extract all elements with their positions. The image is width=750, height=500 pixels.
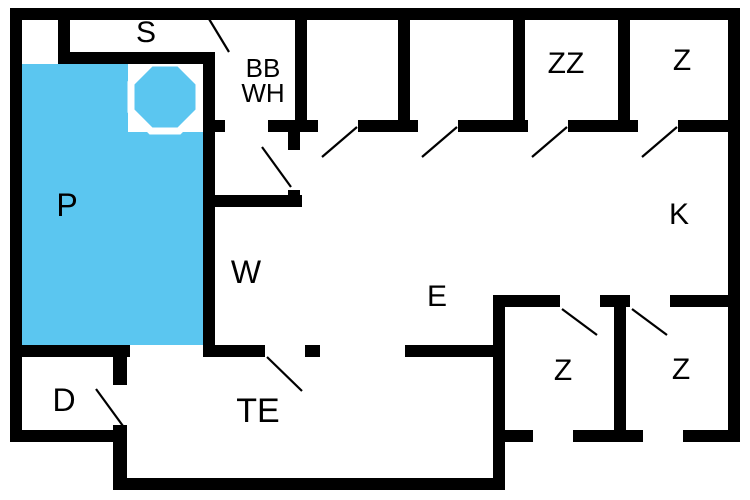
- wall-top-south-seg: [458, 120, 528, 132]
- door-swing-zz: [531, 126, 568, 158]
- wall-outer-bottom-seg: [683, 430, 740, 442]
- wall-top-divider: [618, 8, 630, 132]
- wall-mid-seg: [405, 345, 505, 357]
- room-label-wh: WH: [241, 78, 285, 108]
- room-label-te: TE: [236, 392, 280, 430]
- wall-pool-right: [203, 64, 215, 357]
- hot-tub-octagon-icon: [127, 59, 203, 135]
- room-label-p: P: [56, 187, 78, 223]
- room-label-e: E: [426, 280, 448, 313]
- door-swing-s: [205, 13, 230, 53]
- door-swing-z1: [561, 308, 598, 336]
- wall-outer-bottom-seg: [573, 430, 643, 442]
- wall-top-south-seg: [295, 120, 318, 132]
- wall-z-rooms-divider: [614, 295, 626, 442]
- door-swing-z-top: [641, 126, 678, 158]
- wall-te-bottom: [113, 478, 505, 490]
- wall-mid-seg: [10, 345, 130, 357]
- room-label-k: K: [668, 198, 690, 231]
- wall-outer-bottom-left: [10, 430, 113, 442]
- wall-hall-right-seg: [288, 132, 300, 150]
- wall-z-rooms-top-seg: [495, 295, 560, 307]
- wall-top-south-seg: [568, 120, 638, 132]
- wall-outer-left: [10, 8, 22, 442]
- room-label-z-bottom-right: Z: [671, 353, 691, 386]
- wall-wh-bottom-seg: [268, 120, 295, 132]
- door-swing-te: [266, 356, 303, 392]
- wall-mid-seg: [305, 345, 320, 357]
- wall-wh-bottom-seg: [203, 120, 225, 132]
- room-label-w: W: [230, 254, 262, 290]
- wall-hall-jog: [203, 195, 302, 207]
- wall-top-south-seg: [358, 120, 418, 132]
- room-label-z-top-right: Z: [672, 44, 692, 77]
- wall-s-right-stub: [203, 8, 215, 20]
- room-label-bb: BB: [245, 53, 281, 83]
- door-swing-room1: [321, 126, 358, 158]
- wall-outer-top: [10, 8, 740, 20]
- door-swing-room2: [421, 126, 458, 158]
- wall-top-south-seg: [678, 120, 740, 132]
- wall-te-right: [493, 295, 505, 490]
- wall-mid-seg: [210, 345, 265, 357]
- door-swing-z2: [631, 308, 668, 336]
- door-swing-hall: [261, 146, 292, 188]
- wall-s-left: [58, 8, 70, 64]
- wall-top-divider: [398, 8, 410, 132]
- wall-outer-right: [728, 8, 740, 442]
- wall-s-bottom: [58, 52, 215, 64]
- room-label-s: S: [135, 16, 157, 49]
- wall-z-rooms-top-seg: [670, 295, 740, 307]
- room-label-zz: ZZ: [547, 47, 585, 80]
- room-label-d: D: [52, 382, 76, 418]
- room-label-z-bottom-mid: Z: [553, 354, 573, 387]
- wall-te-left-lower: [113, 425, 127, 490]
- wall-top-divider: [295, 8, 307, 132]
- wall-top-divider: [513, 8, 525, 132]
- door-swing-d: [95, 388, 124, 427]
